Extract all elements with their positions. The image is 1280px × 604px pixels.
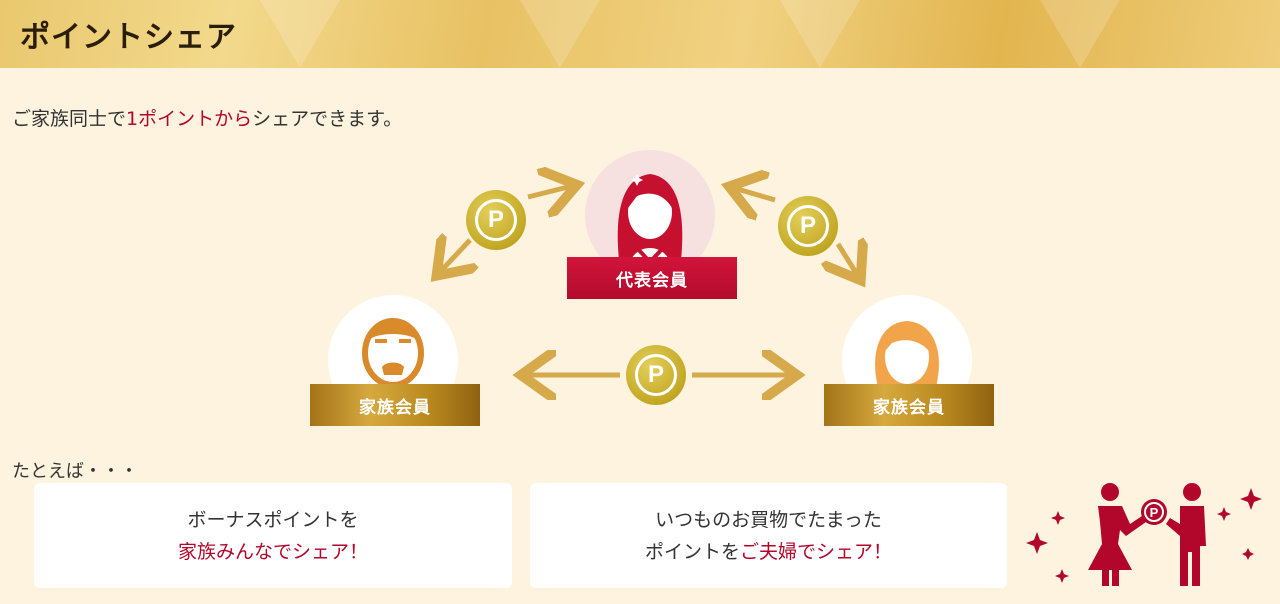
example-card-couple: いつものお買物でたまった ポイントをご夫婦でシェア！ <box>530 483 1007 588</box>
point-coin-icon: P <box>466 190 526 250</box>
family-left-label: 家族会員 <box>310 384 480 426</box>
example-card-bonus: ボーナスポイントを 家族みんなでシェア！ <box>34 483 512 588</box>
intro-text-before: ご家族同士で <box>12 108 127 130</box>
header-facet <box>260 0 340 68</box>
sharing-people-icon: P <box>1026 483 1262 586</box>
coin-symbol: P <box>487 206 504 233</box>
share-arrows <box>0 140 1280 440</box>
header-facet <box>520 0 600 68</box>
coin-symbol: P <box>799 212 816 239</box>
card2-line2-before: ポイントを <box>644 540 740 563</box>
arrow-to-family-left <box>440 240 470 272</box>
coin-symbol: P <box>647 361 664 388</box>
arrow-to-family-right <box>838 244 858 276</box>
header-facet <box>1040 0 1120 68</box>
point-coin-icon: P <box>626 345 686 405</box>
examples-lead: たとえば・・・ <box>12 461 138 482</box>
card1-line2: 家族みんなでシェア！ <box>177 540 368 563</box>
family-right-label: 家族会員 <box>824 384 994 426</box>
page-title: ポイントシェア <box>20 20 237 55</box>
card1-line1: ボーナスポイントを <box>187 508 359 531</box>
representative-label: 代表会員 <box>567 257 737 299</box>
header-facet <box>780 0 860 68</box>
intro-text: ご家族同士で1ポイントからシェアできます。 <box>12 104 402 131</box>
page-header: ポイントシェア <box>0 0 1280 68</box>
illustration-coin-symbol: P <box>1150 505 1159 520</box>
card2-line1: いつものお買物でたまった <box>655 508 882 531</box>
share-diagram: 代表会員 家族会員 家族会員 P P P <box>0 140 1280 440</box>
card2-line2: ポイントをご夫婦でシェア！ <box>645 536 892 568</box>
point-coin-icon: P <box>778 196 838 256</box>
intro-highlight: 1ポイントから <box>126 108 253 130</box>
intro-text-after: シェアできます。 <box>252 108 403 130</box>
arrow-to-representative-right <box>734 188 776 200</box>
arrow-to-representative-left <box>527 186 572 197</box>
card2-line2-highlight: ご夫婦でシェア！ <box>740 540 893 563</box>
